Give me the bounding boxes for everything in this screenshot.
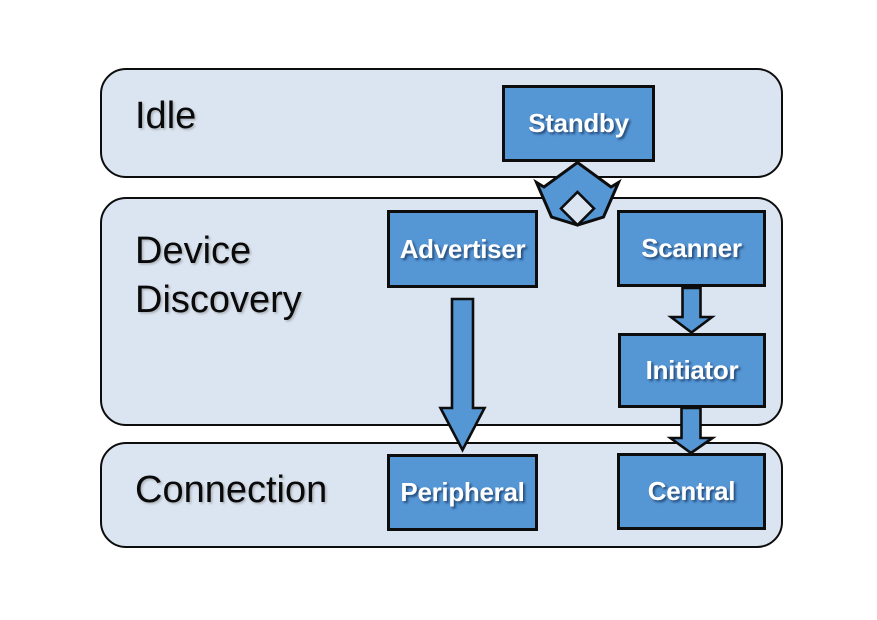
node-initiator: Initiator: [618, 333, 766, 408]
section-idle: Idle: [100, 68, 783, 178]
node-advertiser: Advertiser: [387, 210, 538, 288]
section-connection-label: Connection: [135, 469, 328, 511]
node-peripheral: Peripheral: [387, 454, 538, 531]
node-standby: Standby: [502, 85, 655, 162]
node-scanner: Scanner: [617, 210, 766, 287]
node-central: Central: [617, 453, 766, 530]
section-device-discovery-label: Device Discovery: [135, 230, 302, 321]
section-idle-label: Idle: [135, 95, 197, 137]
